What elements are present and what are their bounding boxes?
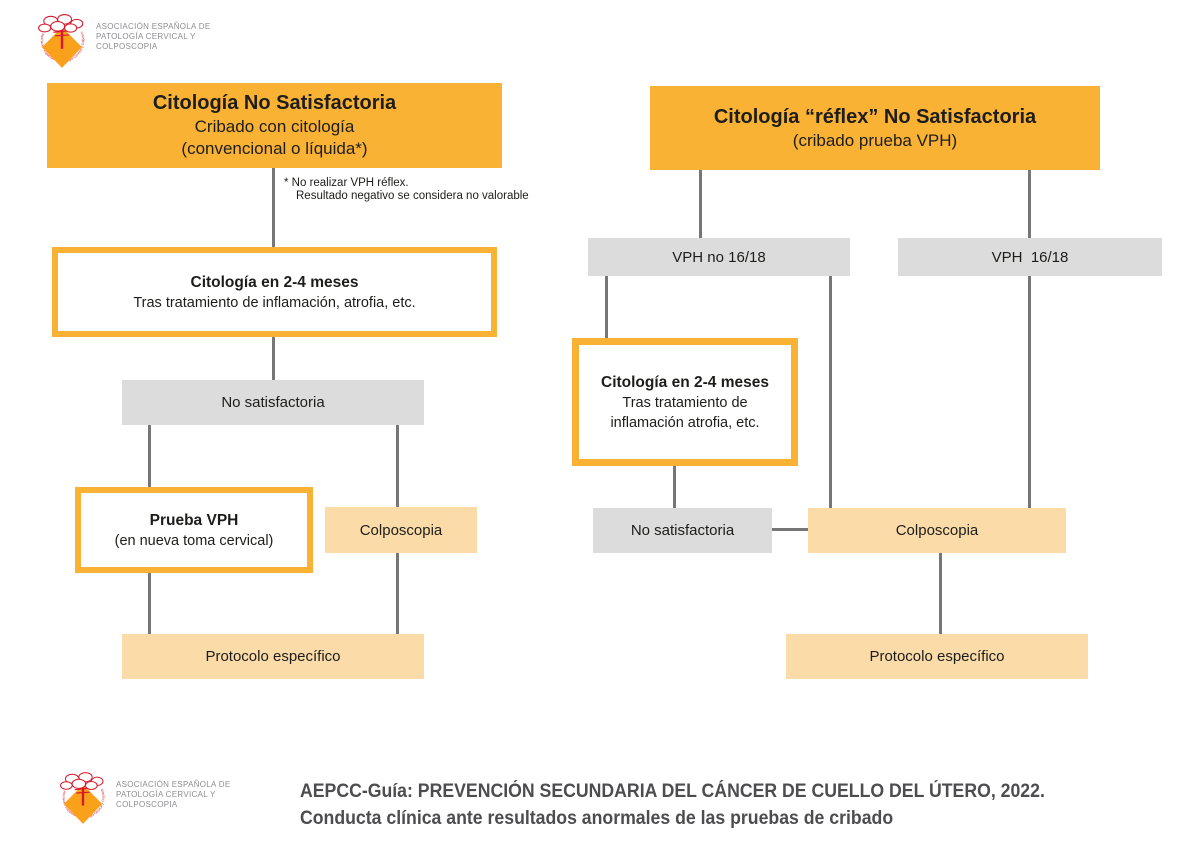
footnote: * No realizar VPH réflex. Resultado nega…	[284, 177, 554, 203]
connector-line	[699, 169, 702, 239]
right-cytology-title: Citología en 2-4 meses	[601, 373, 769, 391]
left-header-box: Citología No Satisfactoria Cribado con c…	[47, 83, 502, 168]
footnote-line-1: * No realizar VPH réflex.	[284, 177, 409, 189]
connector-line	[272, 167, 275, 248]
right-cytology-subtitle-2: inflamación atrofia, etc.	[610, 414, 760, 431]
hpv-test-title: Prueba VPH	[149, 511, 239, 529]
citation-line-1: AEPCC-Guía: PREVENCIÓN SECUNDARIA DEL CÁ…	[300, 781, 1045, 802]
logo-org-name: ASOCIACIÓN ESPAÑOLA DE PATOLOGÍA CERVICA…	[96, 22, 211, 51]
right-protocol-box: Protocolo específico	[786, 634, 1088, 679]
left-colposcopy-box: Colposcopia	[325, 507, 477, 553]
hpv-non-16-18-label: VPH no 16/18	[672, 248, 766, 266]
connector-line	[771, 528, 809, 531]
left-cytology-title: Citología en 2-4 meses	[190, 273, 359, 291]
citation-caption: AEPCC-Guía: PREVENCIÓN SECUNDARIA DEL CÁ…	[300, 778, 1045, 832]
right-header-box: Citología “réflex” No Satisfactoria (cri…	[650, 86, 1100, 170]
right-cytology-subtitle-1: Tras tratamiento de	[622, 394, 748, 411]
left-header-subtitle-1: Cribado con citología	[194, 117, 355, 136]
left-protocol-box: Protocolo específico	[122, 634, 424, 679]
left-header-subtitle-2: (convencional o líquida*)	[181, 139, 368, 158]
connector-line	[148, 424, 151, 488]
connector-line	[605, 275, 608, 339]
logo-org-name: ASOCIACIÓN ESPAÑOLA DE PATOLOGÍA CERVICA…	[116, 780, 231, 809]
connector-line	[673, 465, 676, 509]
connector-line	[829, 275, 832, 509]
right-colposcopy-label: Colposcopia	[895, 522, 979, 539]
right-header-title: Citología “réflex” No Satisfactoria	[713, 105, 1037, 128]
right-protocol-label: Protocolo específico	[869, 648, 1005, 665]
connector-line	[396, 424, 399, 508]
left-cytology-subtitle: Tras tratamiento de inflamación, atrofia…	[133, 294, 416, 311]
hpv-16-18-box: VPH 16/18	[898, 238, 1162, 276]
connector-line	[396, 552, 399, 635]
right-unsatisfactory-label: No satisfactoria	[630, 522, 735, 539]
aepcc-logo-footer: Asociación Española de Patología Cervica…	[58, 770, 230, 826]
hpv-test-subtitle: (en nueva toma cervical)	[114, 532, 274, 549]
hpv-test-box: Prueba VPH (en nueva toma cervical)	[75, 487, 313, 573]
left-colposcopy-label: Colposcopia	[359, 521, 443, 539]
citation-line-2: Conducta clínica ante resultados anormal…	[300, 808, 894, 829]
connector-line	[939, 552, 942, 635]
connector-line	[148, 572, 151, 635]
left-cytology-2-4-months-box: Citología en 2-4 meses Tras tratamiento …	[52, 247, 497, 337]
left-unsatisfactory-label: No satisfactoria	[221, 394, 325, 411]
left-protocol-label: Protocolo específico	[205, 648, 341, 665]
right-unsatisfactory-box: No satisfactoria	[593, 508, 772, 553]
connector-line	[1028, 275, 1031, 509]
hpv-16-18-label: VPH 16/18	[991, 248, 1069, 266]
aepcc-logo: Asociación Española de Patología Cervica…	[36, 12, 210, 70]
left-unsatisfactory-box: No satisfactoria	[122, 380, 424, 425]
connector-line	[272, 336, 275, 381]
aepcc-logo-icon: Asociación Española de Patología Cervica…	[58, 770, 105, 824]
right-cytology-2-4-months-box: Citología en 2-4 meses Tras tratamiento …	[572, 338, 798, 466]
left-header-title: Citología No Satisfactoria	[152, 92, 397, 114]
right-colposcopy-box: Colposcopia	[808, 508, 1066, 553]
right-header-subtitle: (cribado prueba VPH)	[792, 130, 958, 150]
aepcc-logo-icon: Asociación Española de Patología Cervica…	[36, 12, 85, 68]
hpv-non-16-18-box: VPH no 16/18	[588, 238, 850, 276]
footnote-line-2: Resultado negativo se considera no valor…	[296, 190, 529, 202]
connector-line	[1028, 169, 1031, 239]
